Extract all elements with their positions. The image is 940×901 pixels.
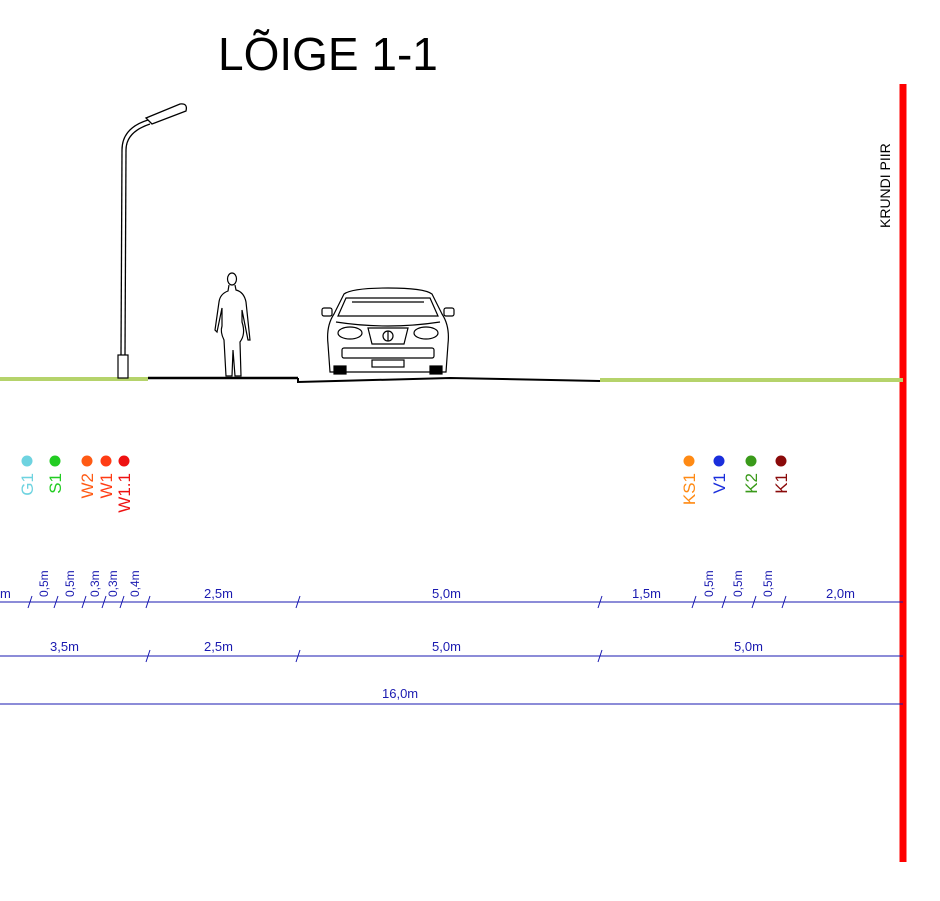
dim-row2-3: 5,0m [432,639,461,654]
car-icon [321,287,455,375]
utility-label-g1: G1 [18,473,37,496]
utility-label-w2: W2 [78,473,97,499]
utility-label-ks1: KS1 [680,473,699,505]
dimension-tick-row1-6 [295,595,301,609]
utility-label-k1: K1 [772,473,791,494]
section-title: LÕIGE 1-1 [218,28,438,80]
dimension-tick-row1-0 [27,595,33,609]
dim-row2-4: 5,0m [734,639,763,654]
dimension-tick-row1-3 [101,595,107,609]
dimension-tick-row1-8 [691,595,697,609]
dimension-tick-row1-2 [81,595,87,609]
dimension-tick-row1-11 [781,595,787,609]
utility-dot-ks1 [683,455,695,467]
dim-row2-1: 3,5m [50,639,79,654]
utility-label-k2: K2 [742,473,761,494]
utility-label-s1: S1 [46,473,65,494]
utility-label-w1-1: W1.1 [115,473,134,513]
dimension-tick-row2-0 [145,649,151,663]
dimension-tick-row1-10 [751,595,757,609]
dim-row2-2: 2,5m [204,639,233,654]
dimension-tick-row2-1 [295,649,301,663]
utility-label-w1: W1 [97,473,116,499]
property-boundary-label: KRUNDI PIIR [877,143,893,228]
dim-row1-main-3: 1,5m [632,586,661,601]
utility-dot-k1 [775,455,787,467]
dim-row1-right-small-2: 0,5m [731,570,745,597]
dim-row1-small-1: 0,5m [37,570,51,597]
dim-row1-right-small-1: 0,5m [702,570,716,597]
dimensions-group [0,601,903,705]
dim-row1-small-3: 0,3m [88,570,102,597]
roadway-surface [297,376,601,384]
dimension-tick-row2-2 [597,649,603,663]
dim-row3-total: 16,0m [382,686,418,701]
dimension-tick-row1-7 [597,595,603,609]
dim-row1-main-1: 2,5m [204,586,233,601]
utility-dot-w1-1 [118,455,130,467]
utility-dot-s1 [49,455,61,467]
dim-row1-right-small-3: 0,5m [761,570,775,597]
dim-row1-small-5: 0,4m [128,570,142,597]
dimension-tick-row1-1 [53,595,59,609]
utility-dot-g1 [21,455,33,467]
pedestrian-icon [214,272,251,377]
utility-dot-k2 [745,455,757,467]
dimension-ticks [27,595,787,663]
dim-row1-small-2: 0,5m [63,570,77,597]
utility-label-v1: V1 [710,473,729,494]
dim-row1-small-4: 0,3m [106,570,120,597]
dim-row1-left-partial: m [0,586,11,601]
utility-dot-w2 [81,455,93,467]
dimension-tick-row1-9 [721,595,727,609]
street-lamp-icon [117,103,188,379]
utility-dot-w1 [100,455,112,467]
dimension-tick-row1-4 [119,595,125,609]
dimension-tick-row1-5 [145,595,151,609]
dim-row1-main-4: 2,0m [826,586,855,601]
dim-row1-main-2: 5,0m [432,586,461,601]
utility-dot-v1 [713,455,725,467]
